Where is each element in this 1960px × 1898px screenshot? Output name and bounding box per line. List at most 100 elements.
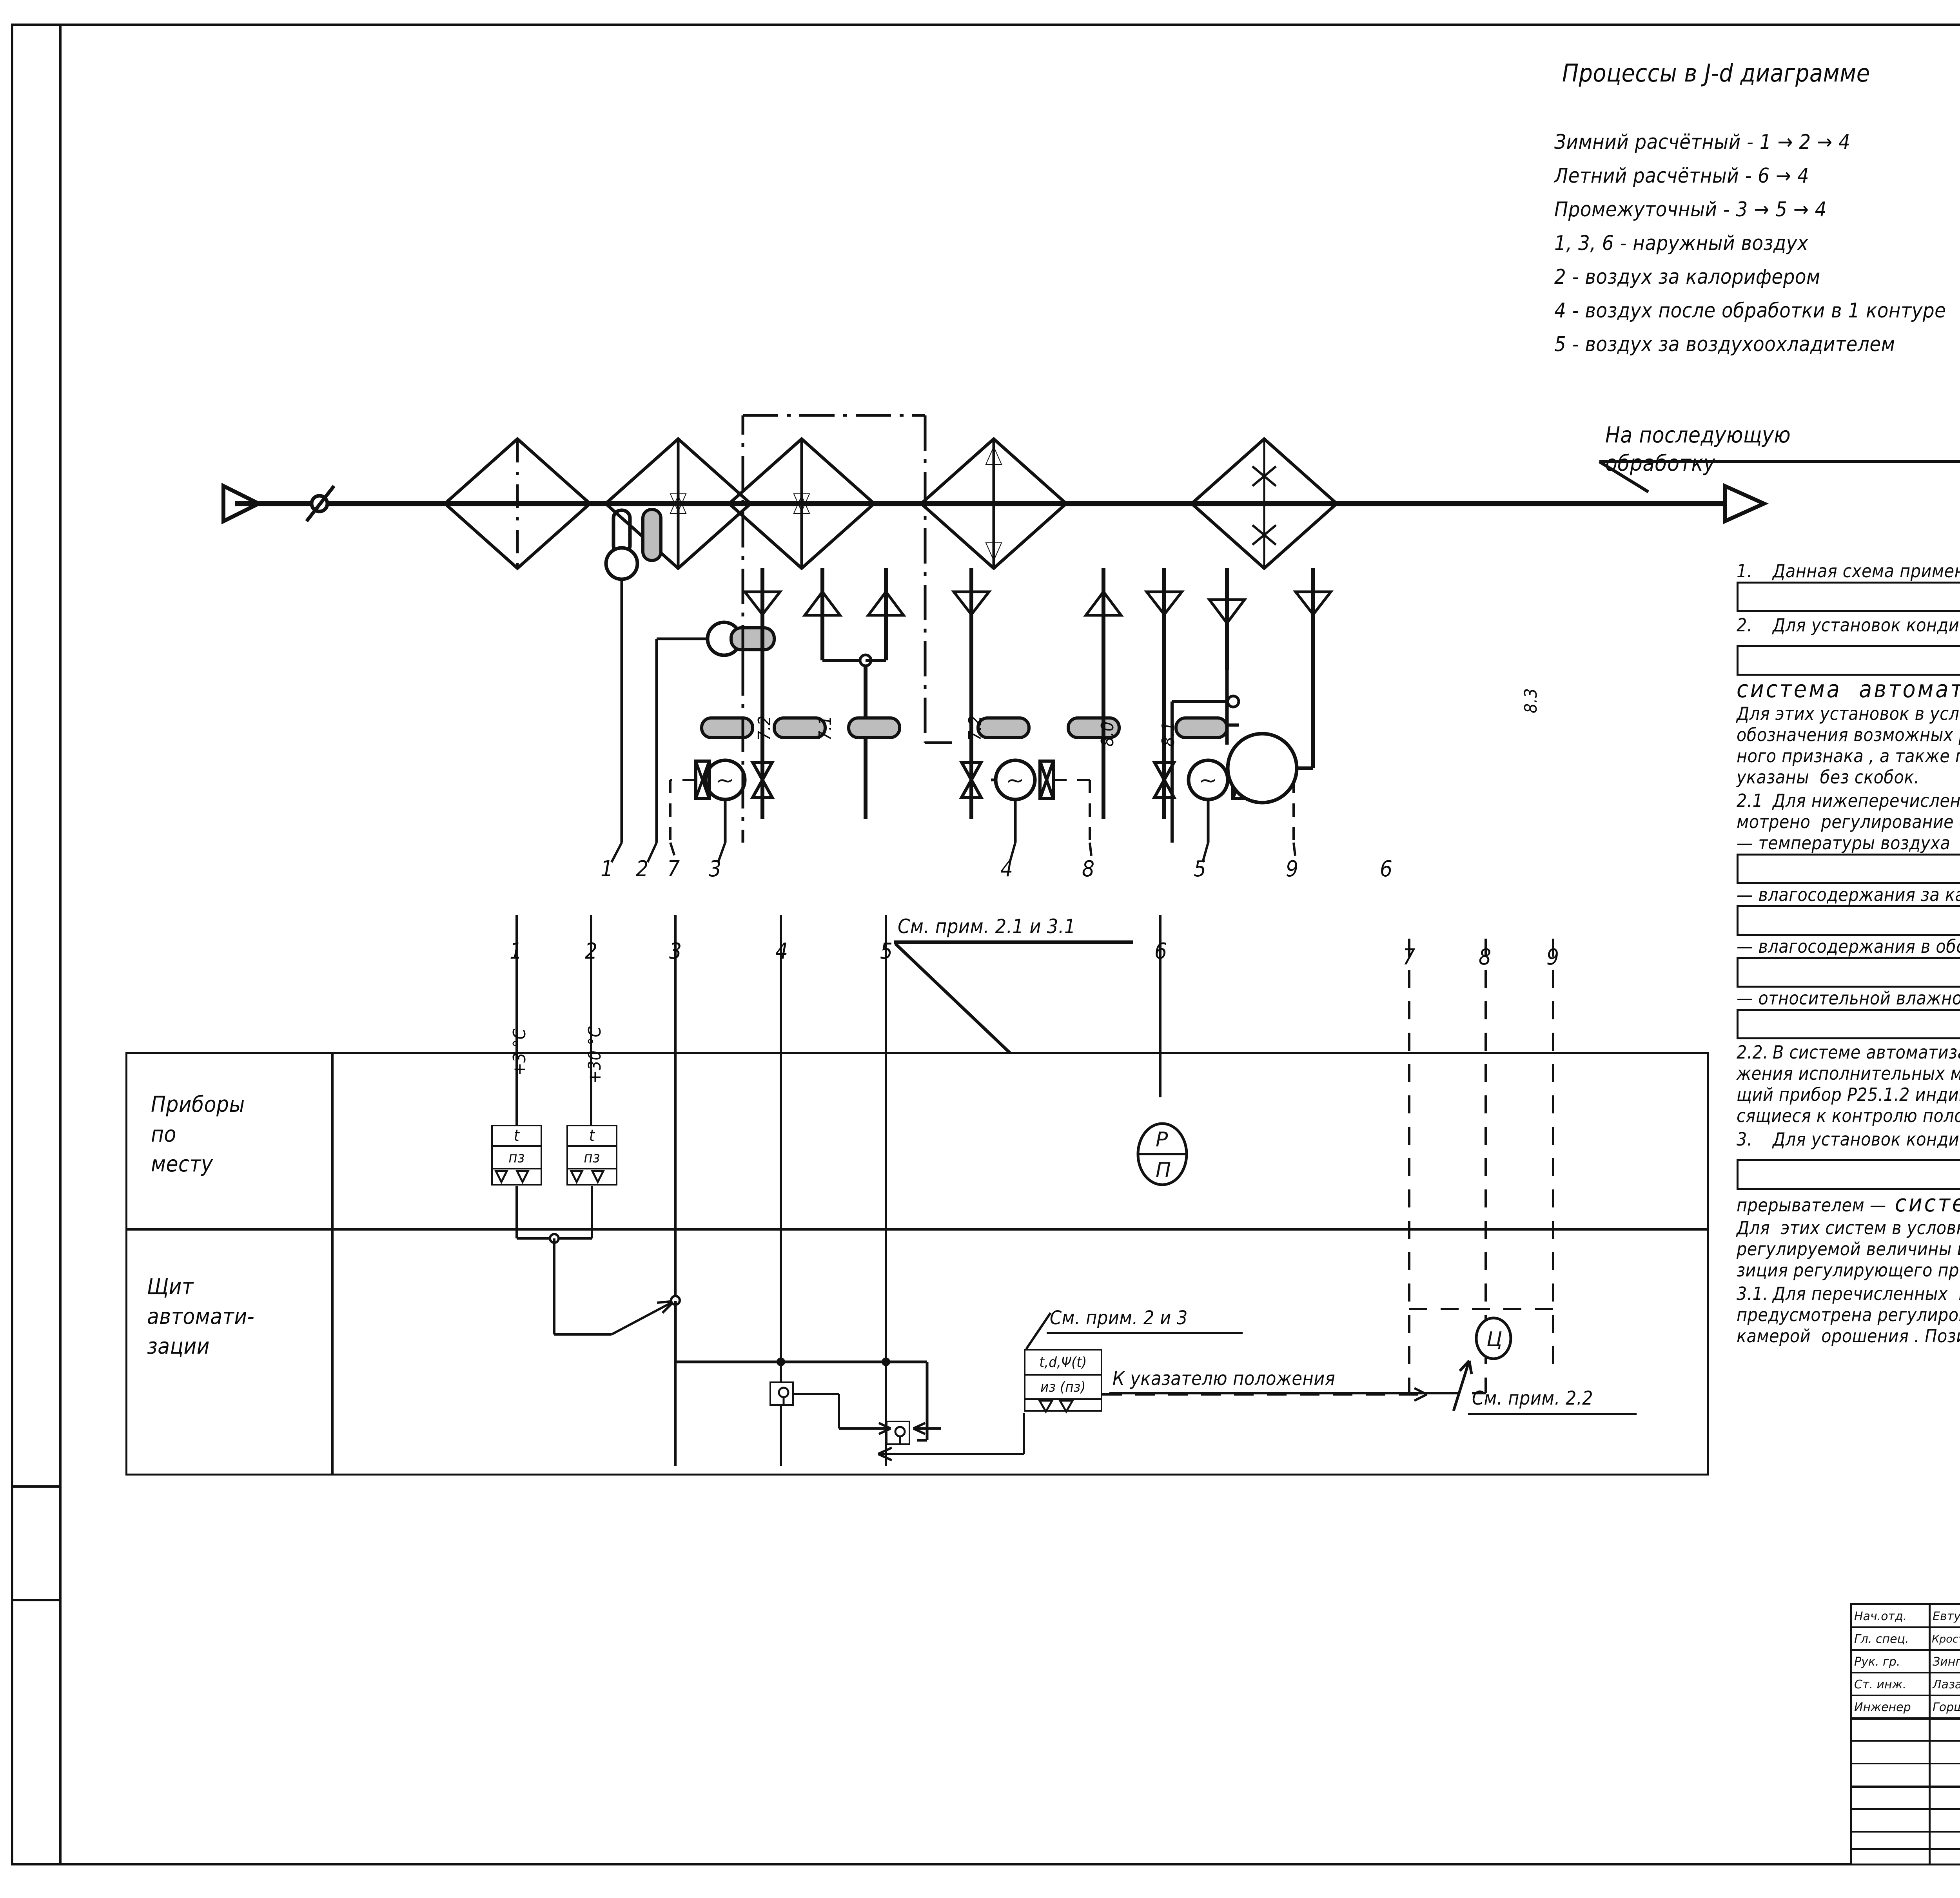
jd-legend-title: Процессы в J-d диаграмме (1562, 59, 1870, 87)
note-blank-field[interactable] (1737, 645, 1960, 676)
tb-role-3: Ст. инж. (1854, 1677, 1907, 1691)
note-text: ного признака , а также позиция регулиру… (1737, 745, 1960, 767)
tb-role-2: Рук. гр. (1854, 1655, 1900, 1669)
panel-col-num-5: 5 (880, 939, 893, 964)
pipe-tag-7-2-a: 7.2 (755, 715, 775, 741)
position-leaders (610, 842, 1297, 863)
setpoint-label-2: +30 °C (585, 1026, 605, 1084)
tb-hline-4 (1850, 1695, 1960, 1696)
note-number: 2.1 (1737, 790, 1763, 811)
note-blank-field[interactable] (1737, 905, 1960, 936)
flow-destination-text: На последующую обработку (1605, 422, 1791, 476)
panel-col-num-9: 9 (1546, 944, 1559, 970)
tb-hline-7 (1850, 1763, 1960, 1764)
note-emphasis: система автоматизации 1 класса. (1737, 676, 1960, 703)
panel-col-num-4: 4 (775, 939, 788, 964)
sensor-box-1-vv-icon (494, 1170, 530, 1184)
note-2-2-label: См. прим. 2.2 (1472, 1387, 1593, 1409)
note-text: В системе автоматизации 1 класса предусм… (1773, 1042, 1960, 1063)
note-text-flow: Для перечисленных в пункте 3 установок к… (1737, 1283, 1960, 1347)
title-block (1850, 1603, 1960, 1865)
panel-column-lines (515, 915, 1554, 1466)
tb-hline-10 (1850, 1831, 1960, 1833)
note-text: прерывателем — (1737, 1195, 1886, 1216)
pipe-tag-7-2-b: 7.2 (965, 715, 985, 741)
note-text: Для этих установок в условном изображени… (1737, 703, 1960, 724)
note-text: — влагосодержания в обслуживаемой зоне, … (1737, 936, 1960, 957)
note-2-and-3-label: См. прим. 2 и 3 (1050, 1307, 1188, 1329)
contact-symbol-1 (769, 1381, 794, 1406)
note-blank-field[interactable] (1737, 582, 1960, 612)
note-item: 1.Данная схема применена для следующих у… (1737, 560, 1960, 612)
jd-legend-lines: Зимний расчётный - 1 → 2 → 4 Летний расч… (1554, 125, 1946, 361)
note-ref-top-label: См. прим. 2.1 и 3.1 (898, 915, 1076, 938)
pos-num-8: 8 (1082, 856, 1095, 882)
to-position-indicator-label: К указателю положения (1112, 1368, 1336, 1390)
note-text: предусмотрена регулирование температуры … (1737, 1304, 1960, 1325)
sensor-box-2-vv-icon (569, 1170, 605, 1184)
note-blank-field[interactable] (1737, 1009, 1960, 1039)
note-text: Для перечисленных в пункте 3 установок к… (1773, 1283, 1960, 1304)
panel-table-row-divider (125, 1228, 1709, 1231)
sensor-box-2: t пз (566, 1125, 617, 1186)
jd-legend-line: Зимний расчётный - 1 → 2 → 4 (1554, 131, 1851, 154)
note-text: обозначения возможных регулируемых велич… (1737, 724, 1960, 745)
note-item: 2.2.В системе автоматизации 1 класса пре… (1737, 1042, 1960, 1126)
note-text: мотрено регулирование следующих параметр… (1737, 811, 1960, 832)
tb-hline-3 (1850, 1672, 1960, 1673)
position-indicator-letter: Ц (1486, 1328, 1502, 1351)
regulator-wiring (877, 1312, 1428, 1461)
panel-table (125, 1052, 1709, 1476)
pos-num-9: 9 (1286, 856, 1299, 882)
note-text: щий прибор Р25.1.2 индикатору. На схеме … (1737, 1084, 1960, 1105)
note-text: Для установок кондиционирования (1773, 1129, 1960, 1150)
tb-hline-1 (1850, 1626, 1960, 1628)
svg-text:∼: ∼ (1199, 768, 1217, 793)
panel-col-num-8: 8 (1479, 944, 1492, 970)
regulator-bottom-label: из (пз) (1040, 1379, 1086, 1395)
flow-label-leader (1598, 460, 1960, 493)
tb-hline-6 (1850, 1740, 1960, 1742)
jd-legend-line: 5 - воздух за воздухоохладителем (1554, 333, 1895, 356)
tb-name-1: Кросташевский (1932, 1633, 1960, 1645)
note-blank-field[interactable] (1737, 957, 1960, 988)
note-text: камерой орошения . Позиция датчика (1737, 1325, 1960, 1347)
jd-legend-line: 1, 3, 6 - наружный воздух (1554, 232, 1809, 255)
actuator-group-6 (1171, 568, 1334, 843)
sheet-left-margin (11, 24, 59, 1865)
regulator-vv-icon (1038, 1399, 1074, 1414)
note-emphasis: система автоматизации 2 класса. (1895, 1190, 1960, 1217)
to-position-indicator-underline (1109, 1392, 1450, 1394)
panel-row-label-1: Приборы по месту (151, 1092, 245, 1177)
sensor-box-1: t пз (491, 1125, 542, 1186)
tb-name-0: Евтушенко (1933, 1609, 1960, 1623)
note-number: 2. (1737, 615, 1753, 636)
pipe-branch-mid (866, 568, 906, 662)
note-text: — влагосодержания за камерой орошения, у… (1737, 884, 1960, 905)
exchanger-3 (726, 437, 877, 571)
filter-row (773, 716, 1229, 739)
note-number: 1. (1737, 560, 1753, 582)
tb-name-4: Горшенина (1933, 1700, 1960, 1714)
note-text-flow: В системе автоматизации 1 класса предусм… (1737, 1042, 1960, 1126)
note-item: 3.Для установок кондиционированияиспольз… (1737, 1129, 1960, 1281)
jd-legend-line: Летний расчётный - 6 → 4 (1554, 164, 1809, 188)
flow-destination-label: На последующую обработку (1605, 421, 1791, 478)
note-blank-field[interactable] (1737, 1159, 1960, 1190)
tb-name-2: Зингерман (1933, 1655, 1960, 1669)
pos-num-6: 6 (1380, 856, 1393, 882)
pos-num-1: 1 (601, 856, 613, 882)
note-text: жения исполнительных механизмов по встро… (1737, 1063, 1960, 1084)
note-text: — относительной влажности в обслуживаемо… (1737, 988, 1960, 1009)
pressure-device-bottom: П (1156, 1158, 1171, 1182)
pos-num-7: 7 (667, 856, 680, 882)
tb-vline-a (1929, 1603, 1931, 1865)
exchanger-4 (918, 437, 1069, 571)
note-blank-field[interactable] (1737, 854, 1960, 884)
note-text: Для установок кондиционирования (1773, 615, 1960, 636)
panel-col-num-7: 7 (1403, 944, 1416, 970)
note-text: регулируемой величины и функционального … (1737, 1238, 1960, 1260)
jd-legend-block: Процессы в J-d диаграмме (1562, 59, 1870, 87)
panel-row-label-2: Щит автомати- зации (147, 1274, 255, 1359)
pos-num-3: 3 (709, 856, 722, 882)
